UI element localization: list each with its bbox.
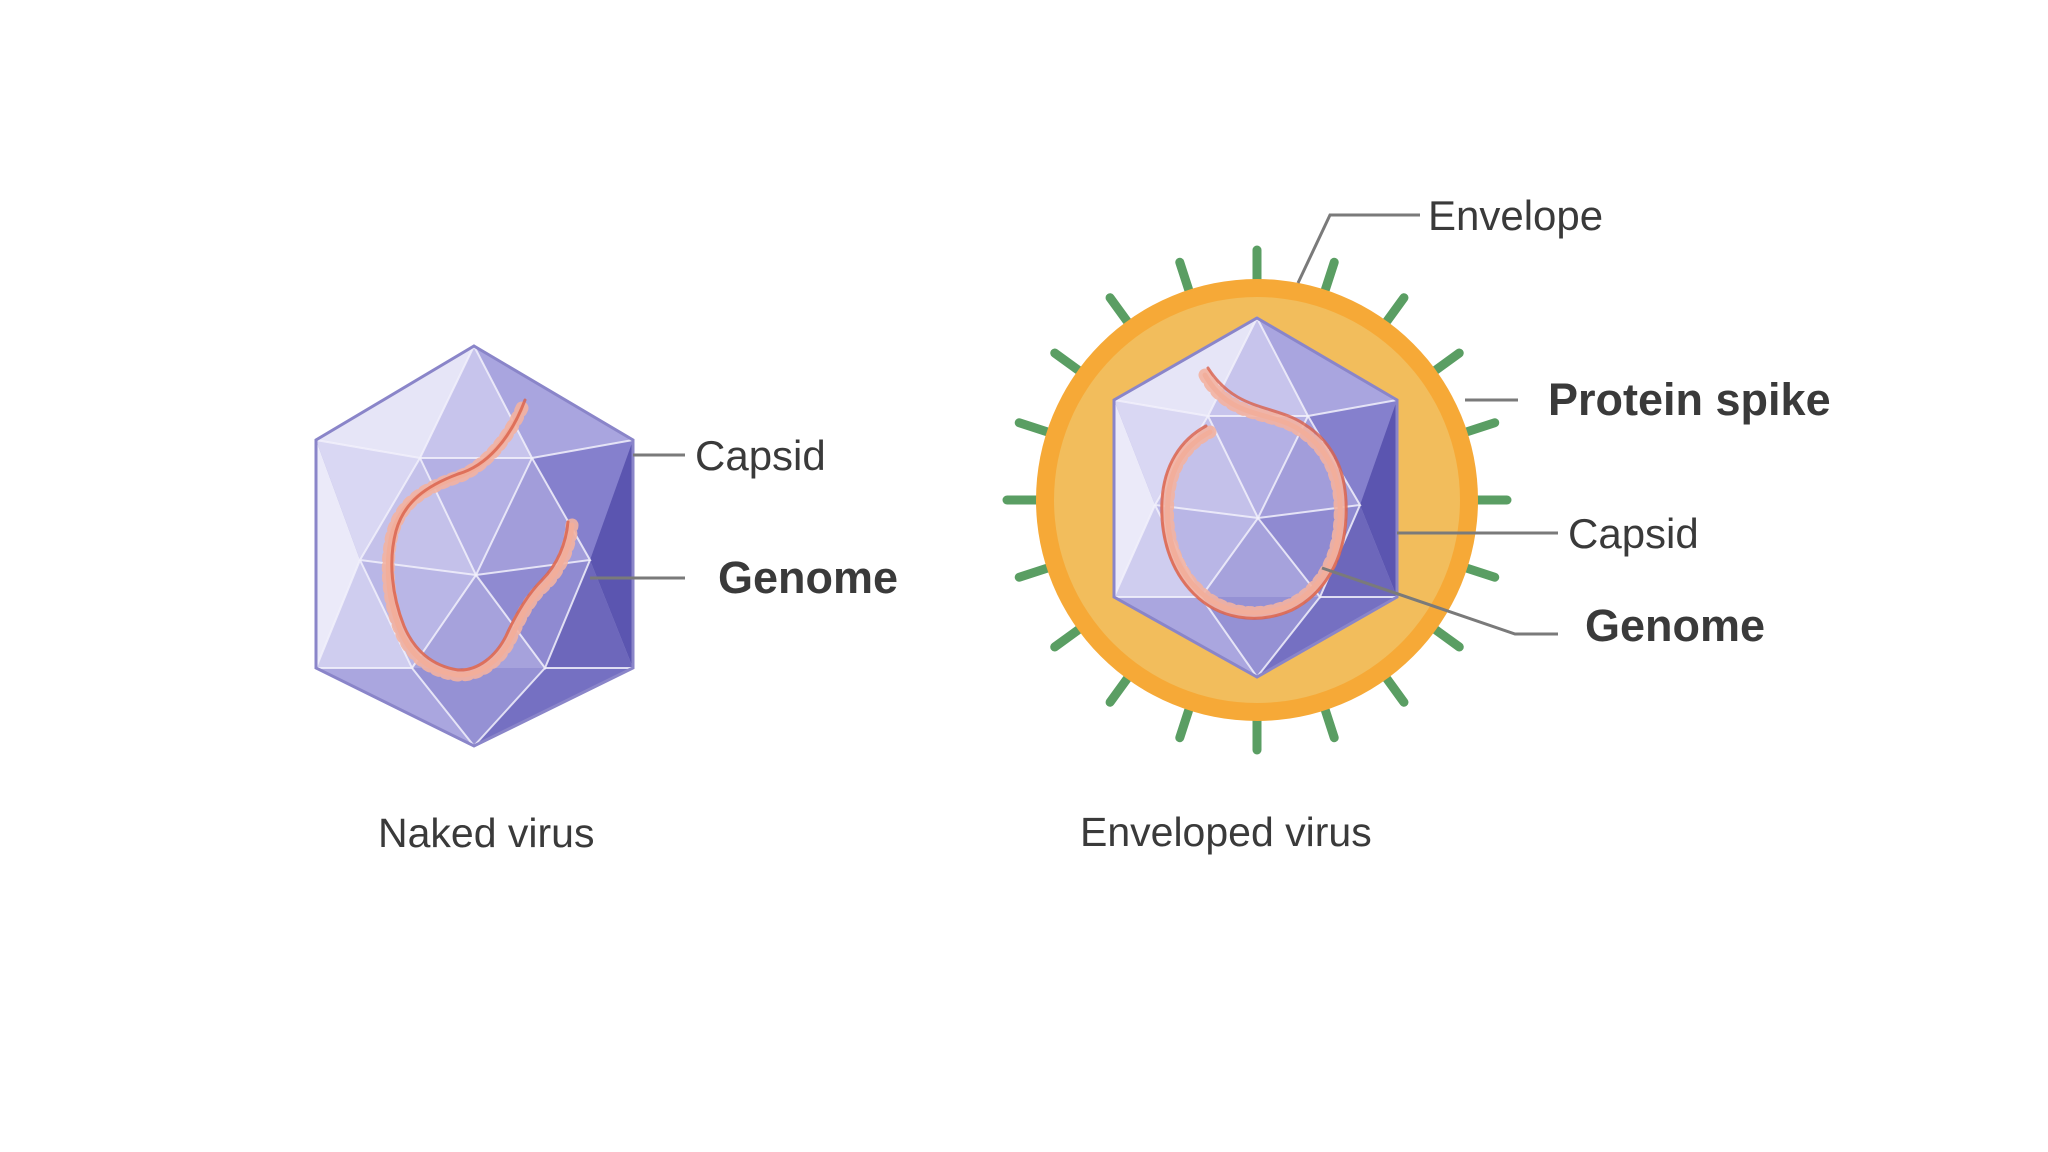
enveloped-genome-leader [1321,566,1558,636]
protein-spike-label: Protein spike [1548,374,1831,425]
naked-capsid-label: Capsid [695,432,826,479]
enveloped-genome-label: Genome [1585,600,1765,651]
naked-capsid [314,343,635,748]
enveloped-genome [1160,366,1348,620]
naked-virus: Capsid Genome Naked virus [314,343,898,856]
envelope-label: Envelope [1428,192,1603,239]
naked-virus-caption: Naked virus [378,810,594,856]
enveloped-virus: Envelope Protein spike Capsid Genome Env… [1002,192,1831,855]
enveloped-capsid-label: Capsid [1568,510,1699,557]
naked-genome-label: Genome [718,552,898,603]
envelope-leader [1296,213,1420,284]
enveloped-virus-caption: Enveloped virus [1080,809,1372,855]
naked-genome [381,398,579,682]
